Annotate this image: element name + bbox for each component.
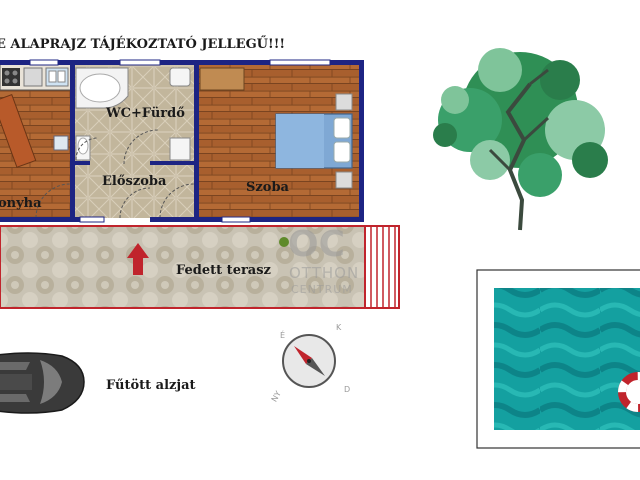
bed [275,113,353,169]
toilet [75,135,91,161]
windows [29,59,331,223]
hall-floor [72,164,196,218]
plant-icon [279,237,289,247]
car-icon [0,352,85,414]
nightstand [335,93,353,111]
compass-icon: É K D NY [270,323,351,403]
room-label-kitchen: onyha [0,196,42,211]
car-label: Fűtött alzjat [106,378,196,393]
watermark-logo-mark: OC [288,224,345,265]
terrace [0,225,400,309]
pool [476,269,640,449]
compass-west: NY [270,389,283,403]
wardrobe [199,67,245,91]
sink [169,67,191,87]
room-label-wc: WC+Fürdő [105,106,185,121]
kitchen-chair [53,135,69,151]
door-swings [35,129,195,219]
walls [0,60,364,222]
compass-east: K [336,323,342,332]
bathtub [75,67,129,109]
watermark-line2: CENTRUM [291,283,353,296]
tree-icon [433,48,608,231]
nightstand [335,171,353,189]
page-title: E ALAPRAJZ TÁJÉKOZTATÓ JELLEGŰ!!! [0,35,285,52]
watermark-line1: OTTHON [289,264,359,282]
compass-south: D [344,385,350,394]
room-label-bedroom: Szoba [246,180,290,195]
entry-arrow-icon [127,243,149,275]
room-label-hall: Előszoba [102,174,167,189]
room-label-terrace: Fedett terasz [176,263,271,278]
watermark-logo: OC OTTHON CENTRUM [288,224,359,296]
shower-tray [169,137,191,161]
lifebuoy-icon [618,372,640,412]
kitchen-table [0,93,37,168]
kitchen-counter [0,63,73,91]
compass-north: É [280,329,285,340]
